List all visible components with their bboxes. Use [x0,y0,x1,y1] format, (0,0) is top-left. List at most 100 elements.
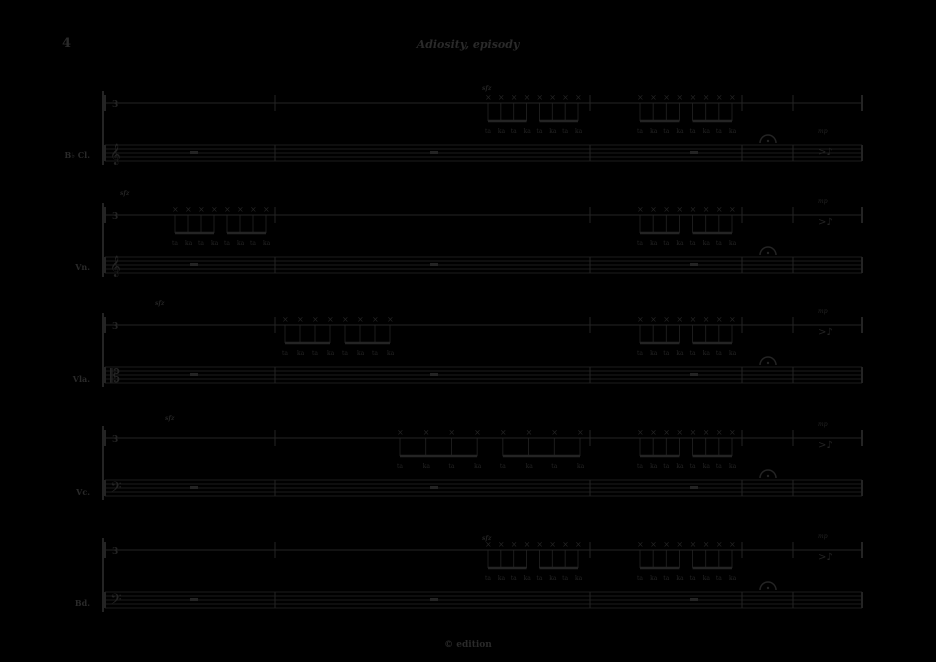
x-notehead-icon: × [575,540,582,549]
syllable-text: ta [716,575,722,582]
whole-rest-icon [690,598,698,601]
clef-icon: 𝄞 [110,256,121,277]
x-notehead-icon: × [536,93,543,102]
x-notehead-icon: × [549,540,556,549]
x-notehead-icon: × [729,93,736,102]
accent-note-icon: >♪ [818,552,833,563]
time-signature: 3 [112,435,118,445]
x-notehead-icon: × [342,315,349,324]
x-notehead-icon: × [729,428,736,437]
syllable-text: ka [729,575,737,582]
syllable-text: ta [500,463,506,470]
syllable-text: ka [676,575,684,582]
instrument-label-bass: Bd. [74,598,90,608]
x-notehead-icon: × [650,315,657,324]
syllable-text: ta [637,463,643,470]
syllable-text: ta [511,575,517,582]
syllable-text: ka [650,463,658,470]
syllable-text: ta [485,128,491,135]
syllable-text: ka [703,240,711,247]
x-notehead-icon: × [562,93,569,102]
x-notehead-icon: × [263,205,270,214]
x-notehead-icon: × [716,205,723,214]
x-notehead-icon: × [549,93,556,102]
whole-rest-icon [690,151,698,154]
time-signature: 3 [112,100,118,110]
syllable-text: ta [448,463,454,470]
syllable-text: ka [237,240,245,247]
syllable-text: ta [663,240,669,247]
syllable-text: ka [549,575,557,582]
x-notehead-icon: × [676,93,683,102]
x-notehead-icon: × [716,540,723,549]
x-notehead-icon: × [663,540,670,549]
x-notehead-icon: × [676,540,683,549]
syllable-text: ta [637,128,643,135]
syllable-text: ka [703,128,711,135]
whole-rest-icon [690,263,698,266]
syllable-text: ta [716,350,722,357]
syllable-text: ta [372,350,378,357]
instrument-label-clarinet: B♭ Cl. [64,150,90,160]
x-notehead-icon: × [211,205,218,214]
syllable-text: ta [562,128,568,135]
fermata-icon [759,246,777,256]
x-notehead-icon: × [637,428,644,437]
syllable-text: ta [198,240,204,247]
x-notehead-icon: × [327,315,334,324]
whole-rest-icon [190,598,198,601]
x-notehead-icon: × [716,315,723,324]
dynamic-marking: mp [818,533,828,540]
fermata-icon [759,356,777,366]
x-notehead-icon: × [237,205,244,214]
syllable-text: ka [676,240,684,247]
x-notehead-icon: × [526,428,533,437]
x-notehead-icon: × [650,205,657,214]
syllable-text: ka [575,575,583,582]
whole-rest-icon [430,486,438,489]
syllable-text: ka [297,350,305,357]
accent-note-icon: >♪ [818,147,833,158]
syllable-text: ka [549,128,557,135]
syllable-text: ta [282,350,288,357]
syllable-text: ka [524,575,532,582]
x-notehead-icon: × [637,205,644,214]
x-notehead-icon: × [575,93,582,102]
syllable-text: ka [526,463,534,470]
syllable-text: ta [312,350,318,357]
time-signature: 3 [112,212,118,222]
whole-rest-icon [190,486,198,489]
syllable-text: ta [690,240,696,247]
x-notehead-icon: × [250,205,257,214]
syllable-text: ka [729,350,737,357]
page-number: 4 [62,36,72,51]
x-notehead-icon: × [474,428,481,437]
x-notehead-icon: × [312,315,319,324]
x-notehead-icon: × [511,93,518,102]
dynamic-marking: mp [818,128,828,135]
syllable-text: ta [637,240,643,247]
x-notehead-icon: × [729,315,736,324]
x-notehead-icon: × [511,540,518,549]
syllable-text: ka [575,128,583,135]
x-notehead-icon: × [676,205,683,214]
x-notehead-icon: × [224,205,231,214]
syllable-text: ta [716,463,722,470]
accent-note-icon: >♪ [818,217,833,228]
whole-rest-icon [190,263,198,266]
syllable-text: ka [474,463,482,470]
whole-rest-icon [690,373,698,376]
syllable-text: ka [676,350,684,357]
fermata-dot [766,586,770,590]
x-notehead-icon: × [637,93,644,102]
syllable-text: ta [511,128,517,135]
syllable-text: ta [637,350,643,357]
x-notehead-icon: × [551,428,558,437]
syllable-text: ka [185,240,193,247]
x-notehead-icon: × [690,428,697,437]
x-notehead-icon: × [690,205,697,214]
dynamic-marking: mp [818,421,828,428]
x-notehead-icon: × [650,540,657,549]
fermata-icon [759,469,777,479]
syllable-text: ka [729,128,737,135]
